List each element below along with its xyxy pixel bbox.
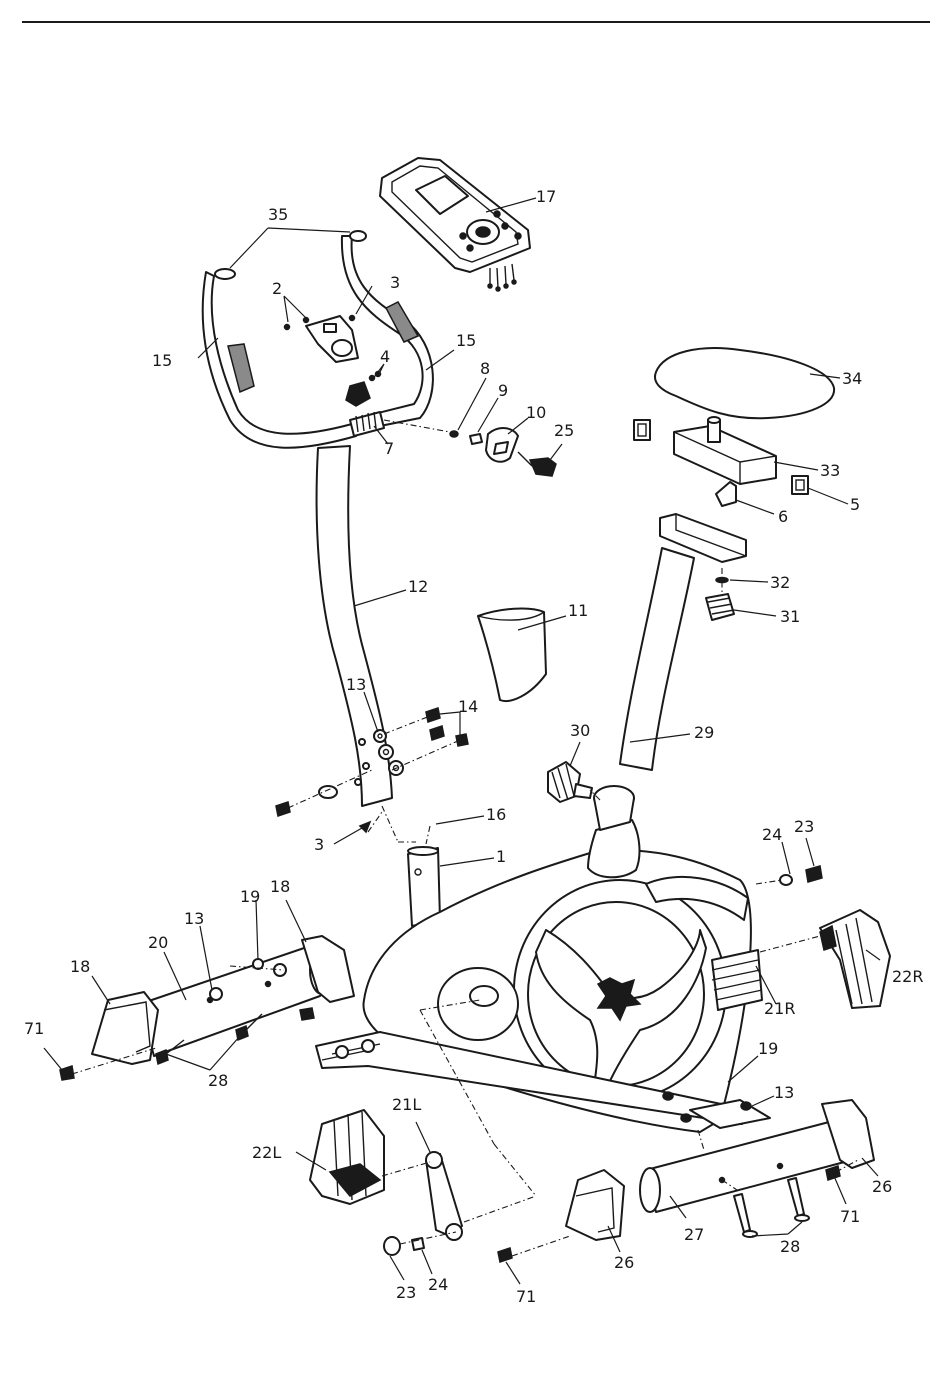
label-14: 14 xyxy=(458,697,478,716)
main-frame-part-1 xyxy=(316,786,770,1132)
label-3-top: 3 xyxy=(390,273,400,292)
label-12: 12 xyxy=(408,577,428,596)
label-24-right: 24 xyxy=(762,825,782,844)
label-27: 27 xyxy=(684,1225,704,1244)
label-28-front: 28 xyxy=(208,1071,228,1090)
label-71-left: 71 xyxy=(24,1019,44,1038)
label-23-right: 23 xyxy=(794,817,814,836)
handlebar-bracket xyxy=(285,316,381,407)
seat-part-34 xyxy=(655,348,834,418)
label-11: 11 xyxy=(568,601,588,620)
label-16: 16 xyxy=(486,805,506,824)
label-18-left: 18 xyxy=(70,957,90,976)
pulse-grip-parts xyxy=(450,428,556,476)
label-13-post: 13 xyxy=(346,675,366,694)
knob-part-30 xyxy=(548,762,592,802)
label-7: 7 xyxy=(384,439,394,458)
label-25: 25 xyxy=(554,421,574,440)
label-21R: 21R xyxy=(764,999,795,1018)
label-71-right: 71 xyxy=(840,1207,860,1226)
label-19-rear: 19 xyxy=(758,1039,778,1058)
label-3-post: 3 xyxy=(314,835,324,854)
label-28-rear: 28 xyxy=(780,1237,800,1256)
label-17: 17 xyxy=(536,187,556,206)
label-26-left: 26 xyxy=(614,1253,634,1272)
pedal-left-part-22L xyxy=(310,1110,384,1204)
label-24-left: 24 xyxy=(428,1275,448,1294)
label-32: 32 xyxy=(770,573,790,592)
console-part-17 xyxy=(380,158,530,291)
label-34: 34 xyxy=(842,369,862,388)
label-9: 9 xyxy=(498,381,508,400)
label-5: 5 xyxy=(850,495,860,514)
label-10: 10 xyxy=(526,403,546,422)
label-13-rear: 13 xyxy=(774,1083,794,1102)
label-29: 29 xyxy=(694,723,714,742)
label-20: 20 xyxy=(148,933,168,952)
label-18-right: 18 xyxy=(270,877,290,896)
crank-left-part-21L xyxy=(426,1152,462,1240)
label-31: 31 xyxy=(780,607,800,626)
front-stabilizer-part-20 xyxy=(60,936,354,1080)
label-22L: 22L xyxy=(252,1143,281,1162)
label-2: 2 xyxy=(272,279,282,298)
label-71-bottom: 71 xyxy=(516,1287,536,1306)
seat-post-part-29 xyxy=(620,514,746,770)
label-26-right: 26 xyxy=(872,1177,892,1196)
label-22R: 22R xyxy=(892,967,923,986)
label-8: 8 xyxy=(480,359,490,378)
label-1: 1 xyxy=(496,847,506,866)
label-15-left: 15 xyxy=(152,351,172,370)
label-13-front: 13 xyxy=(184,909,204,928)
label-4: 4 xyxy=(380,347,390,366)
label-19-front: 19 xyxy=(240,887,260,906)
post-cover-part-11 xyxy=(478,609,546,701)
label-30: 30 xyxy=(570,721,590,740)
label-35: 35 xyxy=(268,205,288,224)
label-33: 33 xyxy=(820,461,840,480)
label-23-left: 23 xyxy=(396,1283,416,1302)
label-21L: 21L xyxy=(392,1095,421,1114)
label-15-right: 15 xyxy=(456,331,476,350)
seat-slider-part-33 xyxy=(634,417,808,506)
label-6: 6 xyxy=(778,507,788,526)
